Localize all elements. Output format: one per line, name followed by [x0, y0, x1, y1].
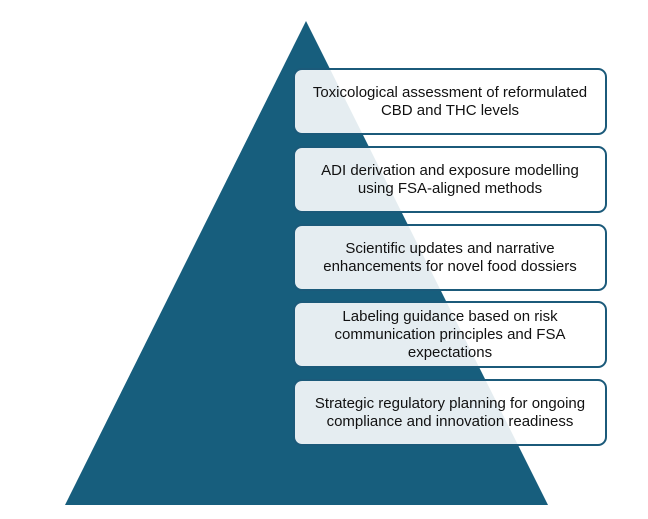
tier-label-5: Strategic regulatory planning for ongoin…: [314, 394, 586, 430]
tier-box-4: Labeling guidance based on risk communic…: [293, 301, 607, 368]
tier-box-2: ADI derivation and exposure modelling us…: [293, 146, 607, 213]
tier-box-5: Strategic regulatory planning for ongoin…: [293, 379, 607, 446]
tier-label-2: ADI derivation and exposure modelling us…: [321, 161, 579, 197]
tier-box-1: Toxicological assessment of reformulated…: [293, 68, 607, 135]
tier-label-3: Scientific updates and narrative enhance…: [323, 239, 577, 275]
tier-label-1: Toxicological assessment of reformulated…: [312, 83, 588, 119]
tier-box-3: Scientific updates and narrative enhance…: [293, 224, 607, 291]
tier-label-4: Labeling guidance based on risk communic…: [334, 307, 566, 361]
